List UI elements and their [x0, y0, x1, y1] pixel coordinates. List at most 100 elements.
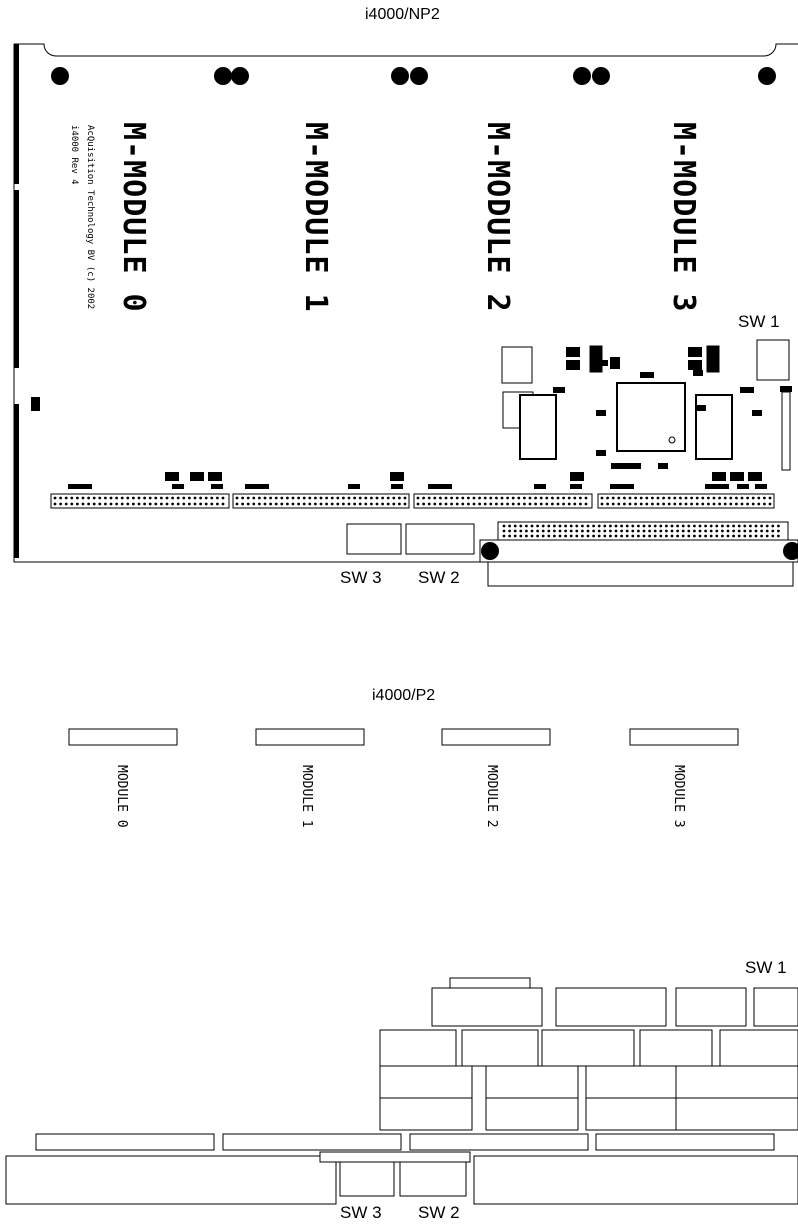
- header-pin: [216, 502, 219, 506]
- p1-pin: [777, 529, 780, 533]
- p1-pin: [687, 534, 691, 538]
- bottom-sw1-label: SW 1: [745, 958, 787, 977]
- p1-pin: [676, 529, 679, 533]
- p1-pin: [732, 534, 735, 538]
- header-pin: [684, 502, 688, 506]
- header-pin: [64, 502, 68, 506]
- header-pin: [353, 496, 356, 500]
- p1-pin: [709, 534, 713, 538]
- header-pin: [489, 496, 493, 500]
- header-pin: [137, 502, 141, 506]
- header-pin: [461, 496, 465, 500]
- header-pin: [70, 502, 74, 506]
- m-module-2-label: M-MODULE 2: [480, 122, 515, 313]
- header-pin: [330, 502, 334, 506]
- header-pin: [729, 496, 733, 500]
- p1-pin: [743, 529, 747, 533]
- header-pin: [252, 502, 256, 506]
- header-pin: [433, 496, 437, 500]
- header-pin: [472, 502, 476, 506]
- header-pin: [353, 502, 356, 506]
- p1-pin: [665, 534, 668, 538]
- header-pin: [274, 502, 278, 506]
- p1-pin: [631, 534, 635, 538]
- header-pin: [478, 502, 481, 506]
- p1-pin: [586, 524, 590, 528]
- header-pin: [427, 496, 431, 500]
- header-pin: [246, 496, 250, 500]
- p1-pin: [693, 524, 696, 528]
- p1-pin: [698, 529, 702, 533]
- header-pin: [763, 496, 766, 500]
- header-pin: [98, 496, 102, 500]
- header-pin: [567, 496, 571, 500]
- header-pin: [297, 496, 300, 500]
- header-pin: [336, 496, 340, 500]
- p1-pin: [569, 524, 573, 528]
- header-pin: [584, 496, 588, 500]
- credit-line-2: i4000 Rev 4: [69, 125, 79, 185]
- p1-pin: [620, 534, 623, 538]
- header-pin: [165, 502, 169, 506]
- header-pin: [483, 496, 487, 500]
- header-pin: [176, 502, 180, 506]
- p1-pin: [704, 524, 707, 528]
- header-pin: [545, 502, 549, 506]
- header-pin: [684, 496, 688, 500]
- header-pin: [511, 496, 515, 500]
- p1-pin: [609, 534, 612, 538]
- p1-pin: [754, 534, 758, 538]
- header-pin: [606, 502, 609, 506]
- header-pin: [347, 502, 351, 506]
- header-pin: [723, 496, 727, 500]
- header-pin: [204, 502, 208, 506]
- p1-pin: [547, 534, 551, 538]
- header-pin: [651, 502, 654, 506]
- header-pin: [386, 502, 390, 506]
- p1-pin: [642, 524, 646, 528]
- p1-pin: [558, 524, 562, 528]
- p1-pin: [760, 529, 763, 533]
- p1-pin: [581, 534, 584, 538]
- p2-module-3-label: MODULE 3: [671, 765, 686, 828]
- p2-module-2-label: MODULE 2: [484, 765, 499, 828]
- header-pin: [308, 502, 312, 506]
- np2-smd-parts: [68, 472, 767, 489]
- header-pin: [645, 502, 649, 506]
- header-pin: [695, 496, 699, 500]
- header-pin: [584, 502, 588, 506]
- p1-pin: [575, 534, 579, 538]
- header-pin: [651, 496, 654, 500]
- p1-pin: [653, 534, 657, 538]
- p1-pin: [709, 524, 713, 528]
- header-pin: [528, 502, 532, 506]
- header-pin: [241, 502, 245, 506]
- p1-pin: [648, 524, 651, 528]
- header-pin: [444, 496, 448, 500]
- header-pin: [579, 496, 582, 500]
- header-pin: [221, 502, 225, 506]
- p1-pin: [765, 524, 769, 528]
- header-pin: [478, 496, 481, 500]
- header-pin: [450, 496, 453, 500]
- header-pin: [545, 496, 549, 500]
- header-pin: [617, 496, 621, 500]
- header-pin: [467, 496, 470, 500]
- header-pin: [667, 496, 671, 500]
- p1-pin: [721, 529, 724, 533]
- p1-pin: [777, 524, 780, 528]
- p1-pin: [620, 524, 623, 528]
- header-pin: [392, 496, 396, 500]
- header-pin: [718, 502, 721, 506]
- p1-pin: [760, 524, 763, 528]
- header-pin: [611, 502, 615, 506]
- header-pin: [667, 502, 671, 506]
- header-pin: [398, 502, 401, 506]
- header-pin: [120, 502, 124, 506]
- bottom-sw2-label: SW 2: [418, 1203, 460, 1222]
- header-pin: [768, 496, 772, 500]
- header-pin: [154, 496, 158, 500]
- header-pin: [556, 502, 560, 506]
- p1-pin: [564, 529, 567, 533]
- header-pin: [695, 502, 699, 506]
